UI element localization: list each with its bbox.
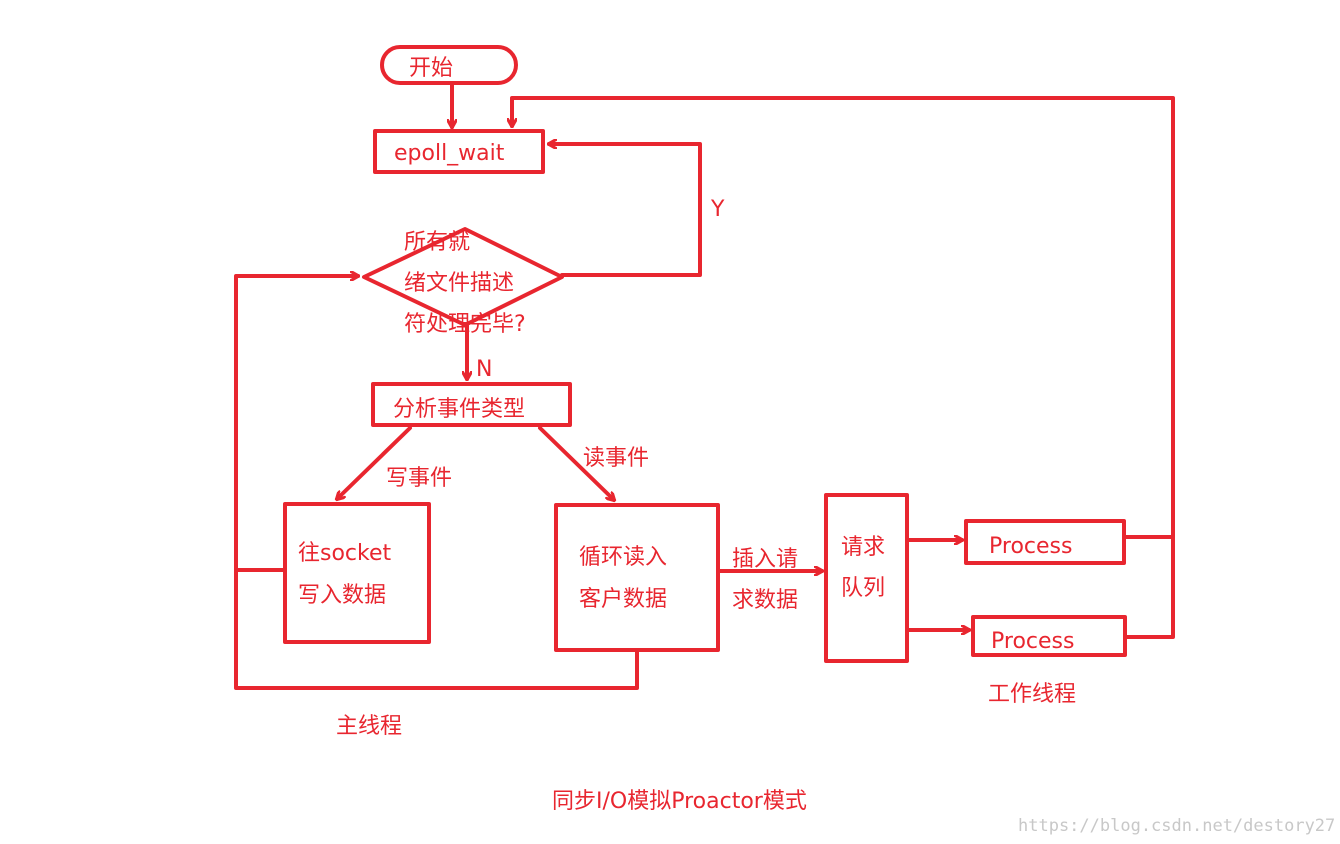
insert-request-label-line1: 插入请	[732, 547, 798, 572]
edge-main-return	[234, 276, 360, 572]
read-client-node	[554, 503, 720, 652]
epoll-wait-label: epoll_wait	[394, 141, 505, 166]
analyze-event-label: 分析事件类型	[393, 397, 525, 422]
process-node-1	[964, 519, 1126, 565]
decision-label-line2: 绪文件描述	[404, 271, 514, 296]
edge-read-event	[538, 426, 614, 500]
read-client-label-line1: 循环读入	[579, 545, 667, 570]
edge-worker2-return	[1123, 535, 1175, 639]
analyze-event-node	[371, 382, 572, 427]
read-event-label: 读事件	[583, 446, 649, 471]
request-queue-node	[824, 493, 909, 663]
request-queue-label-line1: 请求	[841, 535, 885, 560]
edge-yes-loop	[547, 144, 702, 277]
write-event-label: 写事件	[386, 466, 452, 491]
start-node	[380, 45, 518, 85]
worker-threads-label: 工作线程	[988, 682, 1076, 707]
decision-label-line3: 符处理完毕?	[404, 312, 526, 337]
edge-main-loop	[234, 568, 639, 690]
process-label-1: Process	[989, 534, 1072, 559]
decision-label-line1: 所有就	[404, 230, 470, 255]
start-label: 开始	[409, 56, 453, 81]
no-label: N	[476, 357, 492, 382]
edge-worker-return	[512, 96, 1175, 539]
request-queue-label-line2: 队列	[841, 576, 885, 601]
watermark: https://blog.csdn.net/destory27	[1018, 816, 1335, 836]
diagram-title: 同步I/O模拟Proactor模式	[552, 789, 807, 814]
write-socket-label-line2: 写入数据	[298, 583, 386, 608]
write-socket-node	[283, 502, 431, 644]
epoll-wait-node	[373, 129, 545, 174]
main-thread-label: 主线程	[336, 714, 402, 739]
read-client-label-line2: 客户数据	[579, 587, 667, 612]
process-label-2: Process	[991, 629, 1074, 654]
edge-write-event	[337, 426, 412, 499]
yes-label: Y	[710, 197, 725, 222]
insert-request-label-line2: 求数据	[732, 588, 798, 613]
write-socket-label-line1: 往socket	[298, 541, 392, 566]
